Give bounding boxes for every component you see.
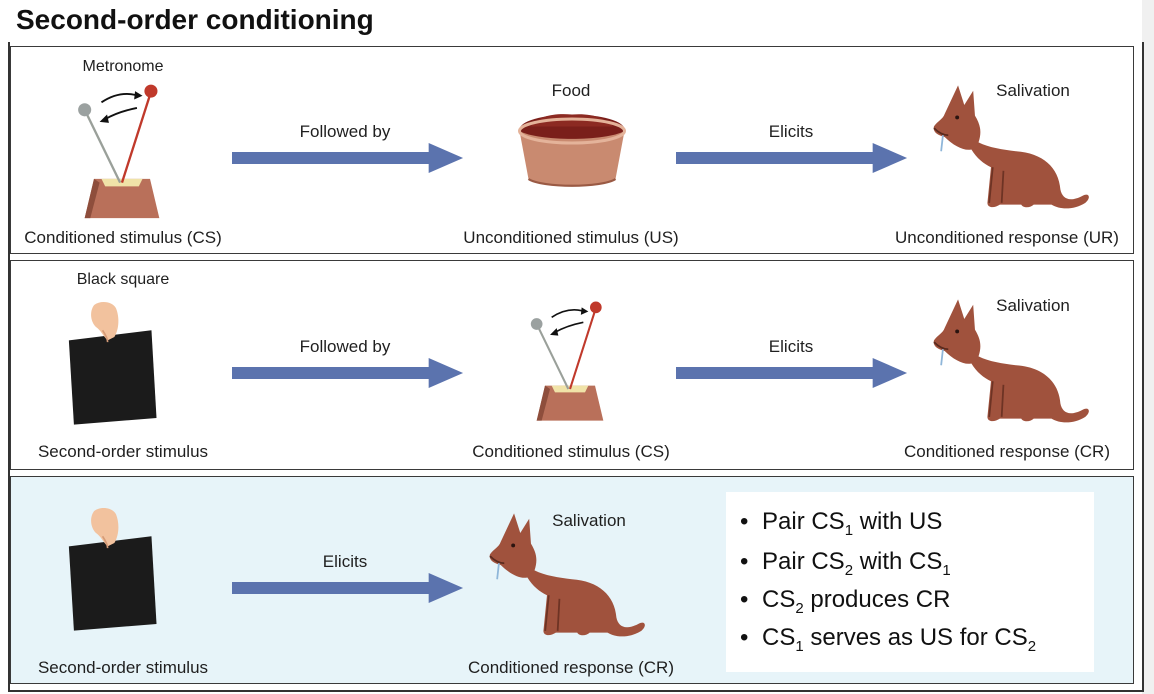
arrow-right-icon [232, 143, 468, 173]
right-edge-strip [1142, 0, 1154, 694]
metronome-icon [520, 288, 620, 430]
bottom-mid-label-row2: Conditioned stimulus (CS) [472, 442, 670, 461]
salivation-label-row3: Salivation [552, 511, 626, 530]
arrow-right-icon [232, 358, 468, 388]
arrow-right-icon [676, 143, 912, 173]
salivation-label-row1: Salivation [996, 81, 1070, 100]
diagram-frame [8, 42, 1144, 692]
arrow2-label-row1: Elicits [768, 122, 814, 141]
arrow1-label-row3: Elicits [322, 552, 368, 571]
arrow1-label-row2: Followed by [299, 337, 391, 356]
bottom-mid-label-row3: Conditioned response (CR) [468, 658, 674, 677]
arrow1-label-row1: Followed by [299, 122, 391, 141]
food-label: Food [551, 81, 591, 100]
summary-box: •Pair CS1 with US •Pair CS2 with CS1 •CS… [726, 492, 1094, 672]
bottom-right-label-row2: Conditioned response (CR) [904, 442, 1110, 461]
arrow2-label-row2: Elicits [768, 337, 814, 356]
bottom-left-label-row3: Second-order stimulus [37, 658, 209, 677]
panel-second-order-training [10, 260, 1134, 470]
summary-bullet: •CS2 produces CR [740, 586, 951, 617]
arrow-right-icon [676, 358, 912, 388]
metronome-label: Metronome [82, 58, 164, 75]
bottom-right-label-row1: Unconditioned response (UR) [895, 228, 1119, 247]
hand-black-square-icon [52, 500, 170, 640]
summary-bullet: •Pair CS1 with US [740, 508, 943, 539]
arrow-right-icon [232, 573, 468, 603]
summary-bullet: •CS1 serves as US for CS2 [740, 624, 1037, 655]
black-square-label: Black square [76, 271, 170, 288]
bottom-left-label-row2: Second-order stimulus [37, 442, 209, 461]
food-bowl-icon [507, 104, 637, 194]
salivation-label-row2: Salivation [996, 296, 1070, 315]
hand-black-square-icon [52, 294, 170, 434]
summary-bullet: •Pair CS2 with CS1 [740, 548, 951, 579]
bottom-mid-label-row1: Unconditioned stimulus (US) [463, 228, 679, 247]
page-title: Second-order conditioning [16, 4, 374, 35]
metronome-icon [66, 74, 178, 224]
bottom-left-label-row1: Conditioned stimulus (CS) [24, 228, 222, 247]
